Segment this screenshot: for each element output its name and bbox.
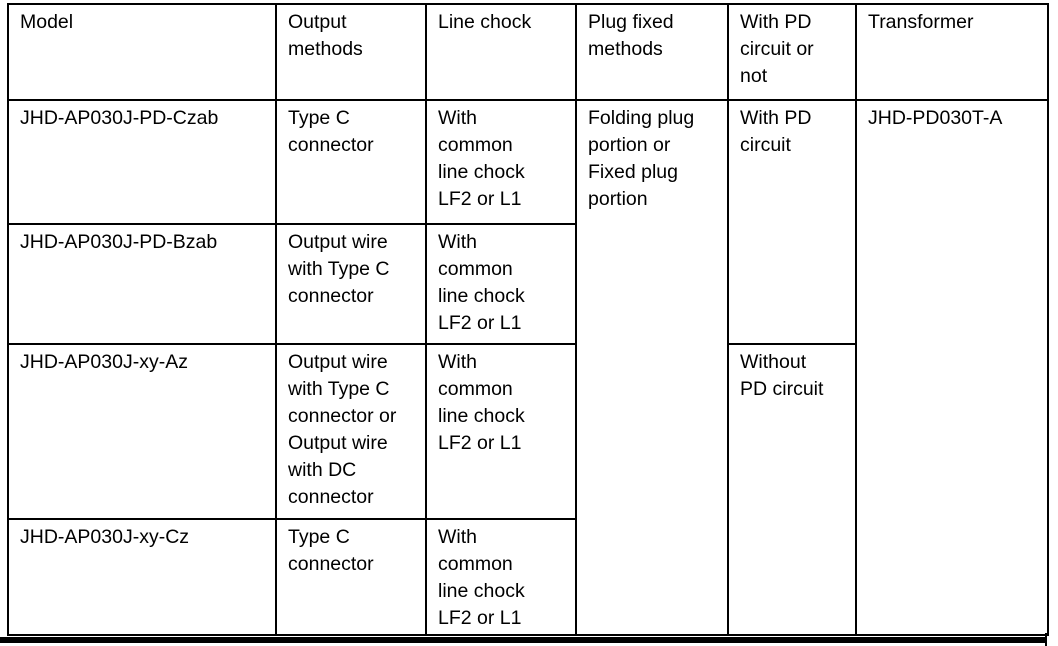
- table-header-row: Model Output methods Line chock Plug fix…: [7, 3, 1049, 101]
- table-row: JHD-AP030J-PD-Bzab Output wire with Type…: [7, 223, 1048, 345]
- cell-line-chock: With common line chock LF2 or L1: [425, 223, 577, 345]
- cell-model: JHD-AP030J-xy-Az: [7, 343, 277, 520]
- table-row: JHD-AP030J-xy-Az Output wire with Type C…: [7, 343, 1048, 636]
- cell-output-method: Output wire with Type C connector or Out…: [275, 343, 427, 520]
- header-cell-pd-circuit: With PD circuit or not: [727, 3, 857, 101]
- table-row: JHD-AP030J-xy-Cz Type C connector With c…: [7, 518, 1048, 636]
- header-cell-output-methods: Output methods: [275, 3, 427, 101]
- header-cell-transformer: Transformer: [855, 3, 1049, 101]
- header-cell-plug-fixed-methods: Plug fixed methods: [575, 3, 729, 101]
- cell-output-method: Type C connector: [275, 518, 427, 636]
- product-spec-table: Model Output methods Line chock Plug fix…: [7, 3, 1049, 636]
- cell-line-chock: With common line chock LF2 or L1: [425, 518, 577, 636]
- cell-transformer-model: JHD-PD030T-A: [855, 99, 1049, 636]
- header-cell-model: Model: [7, 3, 277, 101]
- cell-output-method: Output wire with Type C connector: [275, 223, 427, 345]
- cell-model: JHD-AP030J-PD-Czab: [7, 99, 277, 225]
- table-row: JHD-AP030J-PD-Czab Type C connector With…: [7, 99, 1049, 636]
- cell-line-chock: With common line chock LF2 or L1: [425, 343, 577, 520]
- cell-plug-fixed-methods: Folding plug portion or Fixed plug porti…: [575, 99, 729, 636]
- cell-with-pd-circuit: With PD circuit: [727, 99, 857, 345]
- page-bottom-rule: [0, 637, 1046, 643]
- cell-without-pd-circuit: Without PD circuit: [727, 343, 857, 636]
- cell-model: JHD-AP030J-PD-Bzab: [7, 223, 277, 345]
- cell-model: JHD-AP030J-xy-Cz: [7, 518, 277, 636]
- cell-output-method: Type C connector: [275, 99, 427, 225]
- header-cell-line-chock: Line chock: [425, 3, 577, 101]
- page-right-border-stub: [1045, 633, 1047, 646]
- cell-line-chock: With common line chock LF2 or L1: [425, 99, 577, 225]
